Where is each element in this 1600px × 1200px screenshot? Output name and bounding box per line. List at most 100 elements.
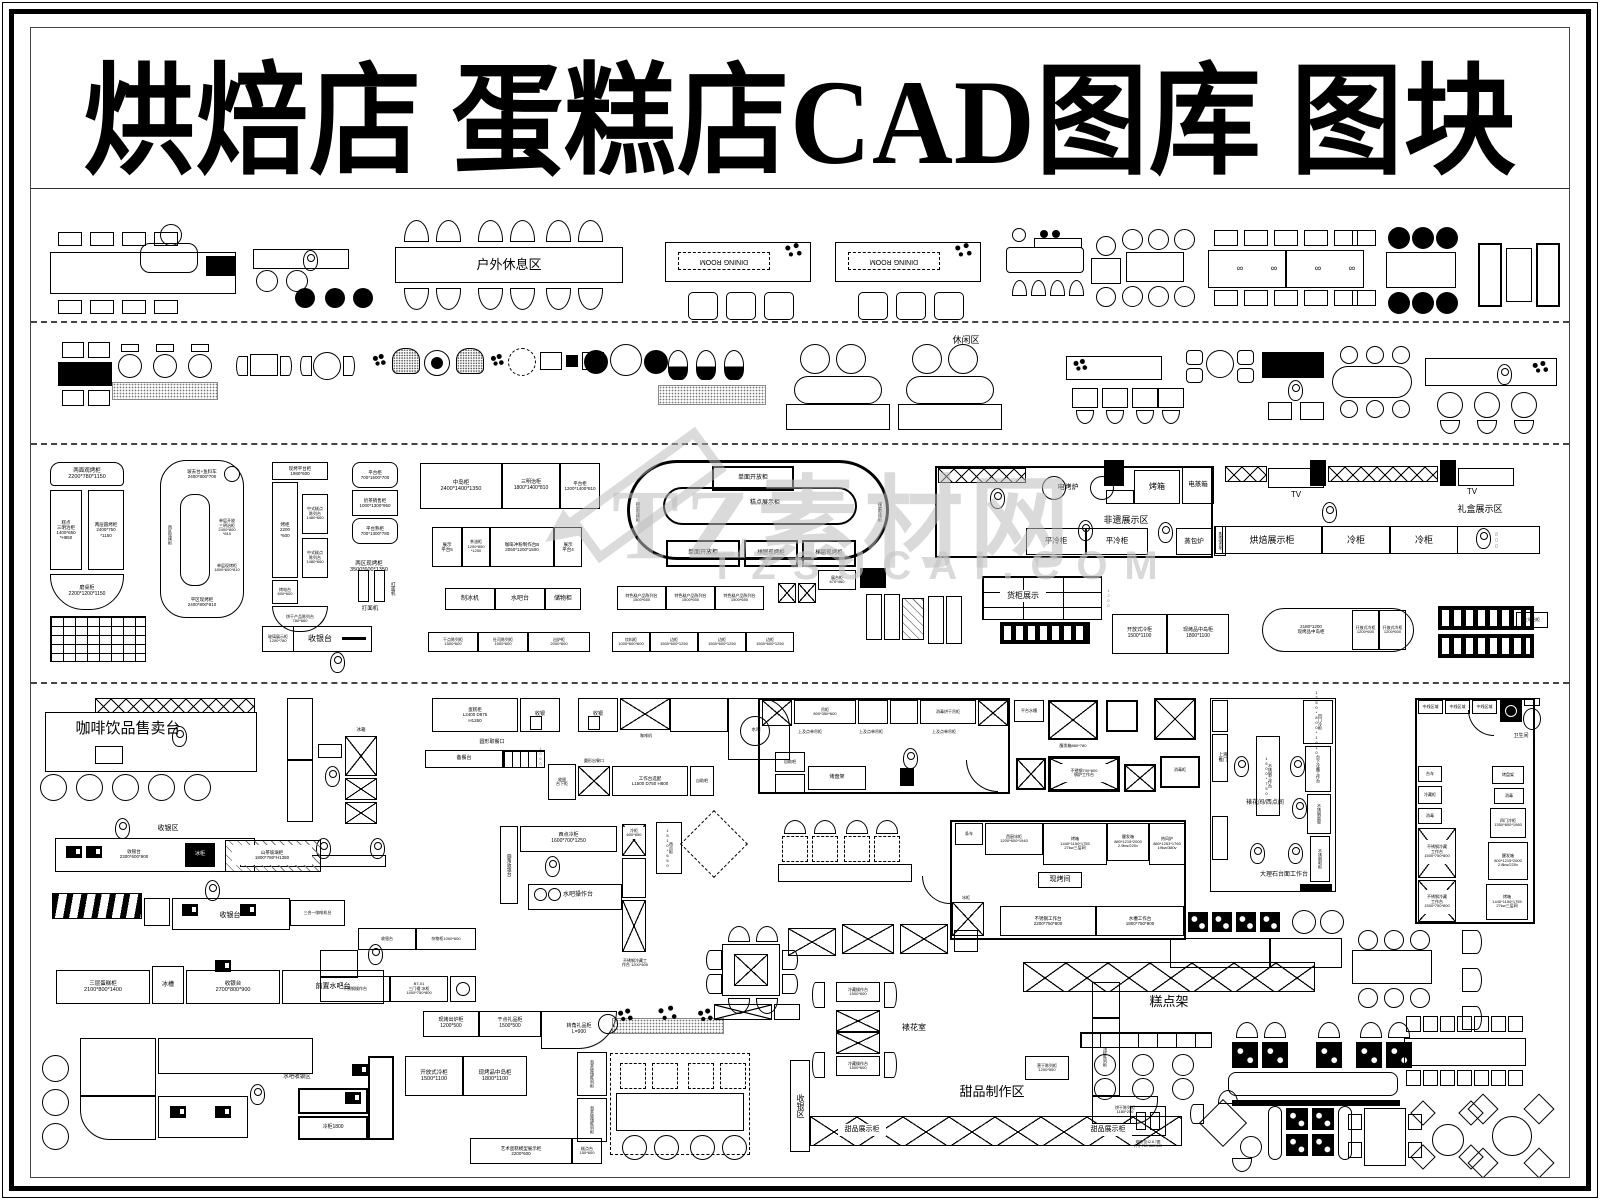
crossed-panel [762, 700, 792, 726]
round-seat [1392, 400, 1410, 418]
round-seat [1206, 350, 1234, 378]
cad-block [90, 300, 114, 314]
cad-block [318, 744, 342, 758]
pos-terminal-icon [86, 846, 102, 858]
arch-chair [578, 220, 603, 242]
filled-stool [1040, 230, 1048, 238]
cad-block: 咖啡冲粉制作台B 2050*1200*1500 [490, 527, 554, 567]
cad-block: 收银台 2700*800*900 [186, 970, 280, 1004]
diamond-seat [1523, 1147, 1555, 1179]
person-figure [1234, 756, 1249, 777]
rounded-counter [1186, 368, 1203, 383]
cad-block [665, 242, 811, 282]
cad-block: 现烤品中岛柜 1800*1100 [463, 1056, 527, 1096]
cad-block [1348, 1142, 1362, 1158]
arch-chair [884, 1052, 897, 1078]
cad-block [1304, 230, 1328, 246]
cad-block [1364, 1108, 1406, 1166]
crossed-panel [836, 1032, 880, 1054]
cad-block [1458, 468, 1514, 486]
cad-block [1034, 238, 1082, 248]
arch-chair [1360, 1022, 1382, 1038]
diamond-seat [1523, 1093, 1555, 1125]
round-seat [1358, 930, 1378, 950]
round-seat [1384, 930, 1404, 950]
rounded-counter [726, 292, 756, 320]
thick-counter [1536, 243, 1560, 307]
cad-block: 收银 台下柜 [548, 764, 576, 800]
cad-text-label: TV [1290, 489, 1302, 499]
cad-block: 消毒烘干吊柜 [920, 700, 976, 724]
cad-block: 醒发箱 800*1215*2000 2.8kw/220v [1488, 842, 1528, 880]
cad-text-label: 不锈钢冷藏工 作台 1200*600 [614, 954, 656, 972]
cad-block: 奶茶销售柜 1000*1300*950 [352, 490, 398, 516]
person-figure [1497, 364, 1512, 385]
equipment-crossed [1048, 700, 1098, 740]
cad-text-label: 1060 [538, 746, 543, 766]
cad-block [1457, 1070, 1472, 1086]
cad-block: 艺术蛋糕模型展示柜 2200*600 [470, 1138, 572, 1164]
cad-block [90, 232, 114, 246]
crossed-panel [900, 924, 948, 954]
cad-block [1348, 1114, 1362, 1130]
crossed-panel [798, 583, 816, 603]
cad-block: 工作台选配 L1500 D750 H800 [612, 766, 688, 796]
cad-block: 水槽工作台 1800*750*800 [1096, 906, 1184, 936]
crossed-panel [345, 778, 377, 800]
cad-block [62, 342, 84, 358]
cad-block: 现烤平台柜 1980*600 [272, 462, 328, 480]
rounded-counter [627, 460, 889, 560]
crossed-panel [734, 954, 768, 986]
cad-block: 消毒 [1494, 788, 1524, 804]
cad-text-label: 山茶玻璃柜 1800*780*H1380 [232, 845, 312, 865]
cad-block: 冷柜 [1322, 526, 1390, 554]
cad-block: 自助吧 [690, 766, 714, 796]
arch-chair [1012, 280, 1027, 296]
cad-block [1212, 700, 1228, 732]
cad-block: 收银台 [358, 928, 416, 950]
cad-block [1474, 1070, 1489, 1086]
crossed-panel [978, 700, 1008, 726]
filled-stool [584, 350, 608, 374]
arch-chair [756, 926, 778, 942]
cad-block: 醒发箱 880*1215*2000 2.9kw/220v [1107, 823, 1149, 861]
arch-chair [404, 288, 429, 310]
arch-chair [1462, 968, 1482, 992]
cad-block: 收银 [520, 698, 560, 732]
cad-block: 现烤品中岛柜 1800*1100 [1167, 614, 1229, 654]
arch-chair [728, 926, 750, 942]
filled-stool [353, 288, 373, 308]
cad-block: 平冷柜 [1026, 528, 1086, 555]
cad-block: 自助吧 [775, 752, 805, 772]
cad-block: 冷柜 [1390, 526, 1458, 554]
filled-stool [295, 288, 315, 308]
solid-block [1104, 460, 1124, 486]
cad-block: 开放式冷柜 1200*600 [1379, 610, 1406, 650]
round-seat [1437, 392, 1463, 418]
cad-block: 四门冷柜 1350*800*1980 [1490, 808, 1526, 838]
cad-block [1130, 1106, 1166, 1136]
round-seat [40, 774, 67, 801]
cad-block [121, 344, 139, 352]
cad-block [950, 820, 1186, 940]
filled-stool [1412, 227, 1434, 249]
cad-block [1158, 388, 1184, 408]
black-chair [1286, 1108, 1308, 1130]
cad-text-label: 单层现烤柜 1800*600*810 [214, 562, 240, 572]
round-seat [610, 344, 642, 376]
cad-block [722, 944, 780, 996]
round-seat [1523, 708, 1541, 730]
thick-counter [368, 1056, 394, 1140]
round-seat [1174, 286, 1195, 307]
cad-block [656, 822, 682, 874]
person-figure [1322, 502, 1337, 523]
cad-block [577, 1098, 607, 1142]
round-seat [42, 1055, 69, 1082]
rounded-counter [764, 292, 794, 320]
cad-text-label: 顶糕陈列柜 [1103, 1047, 1108, 1067]
section-divider [31, 682, 1569, 684]
cad-block [1304, 290, 1328, 306]
cad-block: 边柜 1500*600*1250 [650, 632, 698, 652]
cad-block [1457, 1016, 1472, 1032]
equipment-crossed [1124, 764, 1156, 792]
